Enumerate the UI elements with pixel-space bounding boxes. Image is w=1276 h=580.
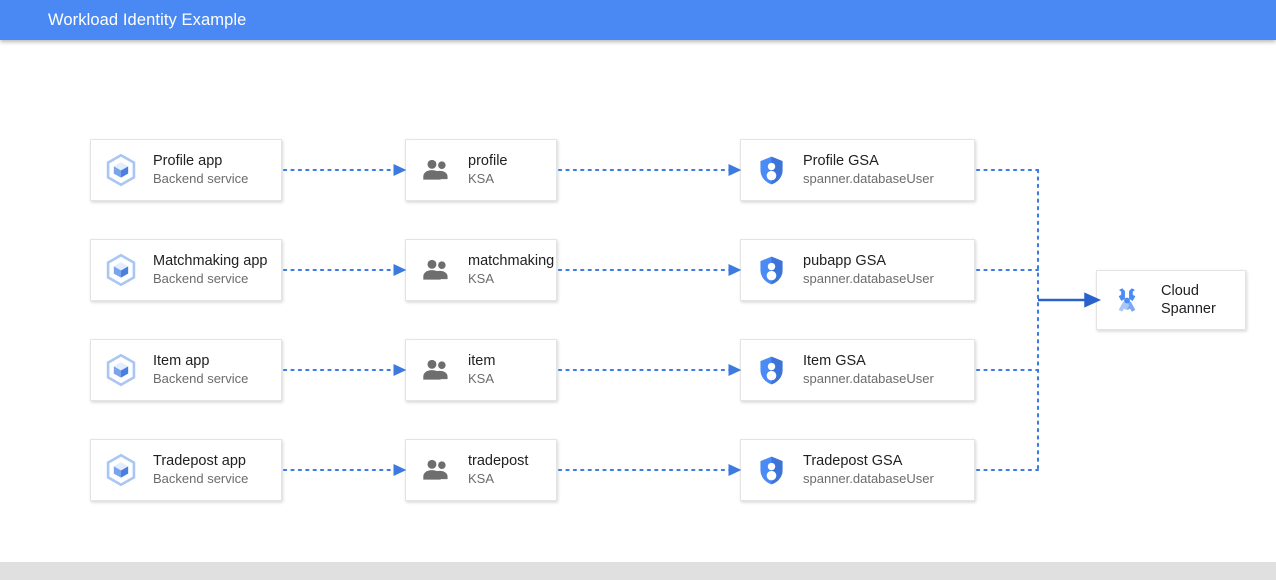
card-ksa-tradepost[interactable]: tradepost KSA	[405, 439, 557, 501]
card-cloud-spanner-text: Cloud Spanner	[1161, 282, 1245, 318]
gke-cube-icon	[99, 348, 143, 392]
card-ksa-matchmaking-text: matchmaking KSA	[468, 252, 556, 287]
card-subtitle: spanner.databaseUser	[803, 470, 934, 486]
window-title-bar: Workload Identity Example	[0, 0, 1276, 40]
card-subtitle: spanner.databaseUser	[803, 170, 934, 186]
card-title: Item app	[153, 353, 210, 370]
card-gsa-profile[interactable]: Profile GSA spanner.databaseUser	[740, 139, 975, 201]
card-gsa-tradepost-text: Tradepost GSA spanner.databaseUser	[803, 452, 974, 487]
card-gsa-tradepost[interactable]: Tradepost GSA spanner.databaseUser	[740, 439, 975, 501]
card-subtitle: KSA	[468, 370, 495, 386]
card-subtitle: spanner.databaseUser	[803, 270, 934, 286]
card-ksa-profile[interactable]: profile KSA	[405, 139, 557, 201]
window-title: Workload Identity Example	[48, 11, 247, 29]
gke-cube-icon	[99, 248, 143, 292]
card-subtitle: Backend service	[153, 270, 249, 286]
card-title-line2: Spanner	[1161, 301, 1216, 317]
card-title: Tradepost app	[153, 453, 246, 470]
card-title: item	[468, 353, 496, 370]
card-title: profile	[468, 153, 508, 170]
card-subtitle: KSA	[468, 270, 495, 286]
people-group-icon	[414, 248, 458, 292]
iam-shield-icon	[749, 148, 793, 192]
card-title-line1: Cloud	[1161, 282, 1199, 299]
card-gsa-pubapp-text: pubapp GSA spanner.databaseUser	[803, 252, 974, 287]
card-ksa-item[interactable]: item KSA	[405, 339, 557, 401]
card-title: matchmaking	[468, 253, 555, 270]
footer-band	[0, 562, 1276, 580]
card-subtitle: Backend service	[153, 470, 249, 486]
people-group-icon	[414, 148, 458, 192]
card-title: Tradepost GSA	[803, 453, 903, 470]
card-title: Profile GSA	[803, 153, 879, 170]
card-app-item[interactable]: Item app Backend service	[90, 339, 282, 401]
card-ksa-item-text: item KSA	[468, 352, 556, 387]
card-app-matchmaking-text: Matchmaking app Backend service	[153, 252, 281, 287]
card-ksa-profile-text: profile KSA	[468, 152, 556, 187]
card-title: pubapp GSA	[803, 253, 887, 270]
people-group-icon	[414, 348, 458, 392]
card-app-tradepost[interactable]: Tradepost app Backend service	[90, 439, 282, 501]
card-title: Item GSA	[803, 353, 866, 370]
card-title: Matchmaking app	[153, 253, 268, 270]
card-gsa-pubapp[interactable]: pubapp GSA spanner.databaseUser	[740, 239, 975, 301]
card-gsa-item-text: Item GSA spanner.databaseUser	[803, 352, 974, 387]
gke-cube-icon	[99, 148, 143, 192]
iam-shield-icon	[749, 448, 793, 492]
iam-shield-icon	[749, 348, 793, 392]
card-app-profile-text: Profile app Backend service	[153, 152, 281, 187]
card-title: tradepost	[468, 453, 529, 470]
card-gsa-profile-text: Profile GSA spanner.databaseUser	[803, 152, 974, 187]
card-app-tradepost-text: Tradepost app Backend service	[153, 452, 281, 487]
card-ksa-matchmaking[interactable]: matchmaking KSA	[405, 239, 557, 301]
card-gsa-item[interactable]: Item GSA spanner.databaseUser	[740, 339, 975, 401]
card-subtitle: KSA	[468, 470, 495, 486]
card-subtitle: spanner.databaseUser	[803, 370, 934, 386]
iam-shield-icon	[749, 248, 793, 292]
card-subtitle: Backend service	[153, 370, 249, 386]
cloud-spanner-icon	[1105, 278, 1149, 322]
gke-cube-icon	[99, 448, 143, 492]
card-app-matchmaking[interactable]: Matchmaking app Backend service	[90, 239, 282, 301]
card-title: Profile app	[153, 153, 223, 170]
card-subtitle: Backend service	[153, 170, 249, 186]
card-app-profile[interactable]: Profile app Backend service	[90, 139, 282, 201]
people-group-icon	[414, 448, 458, 492]
card-subtitle: KSA	[468, 170, 495, 186]
card-app-item-text: Item app Backend service	[153, 352, 281, 387]
card-ksa-tradepost-text: tradepost KSA	[468, 452, 556, 487]
card-cloud-spanner[interactable]: Cloud Spanner	[1096, 270, 1246, 330]
